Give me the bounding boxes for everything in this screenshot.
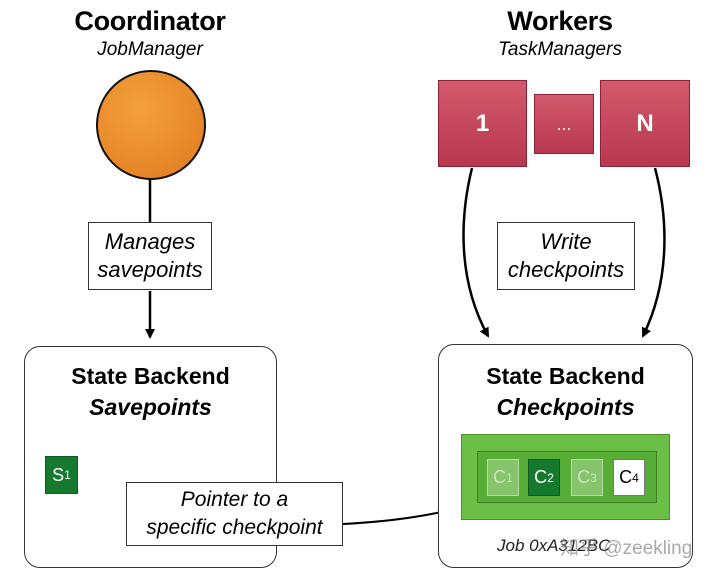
checkpoint-c2-main: C — [534, 467, 548, 487]
worker-box-n: N — [600, 80, 690, 167]
savepoints-backend-subtitle: Savepoints — [89, 394, 212, 420]
worker-box-ellipsis: ... — [534, 94, 594, 154]
worker-n-arrow — [641, 167, 666, 338]
coordinator-subtitle: JobManager — [97, 39, 203, 60]
savepoint-s1-sub: 1 — [64, 468, 71, 482]
checkpoints-backend-title: State Backend — [486, 363, 645, 389]
manages-savepoints-label: Manages savepoints — [88, 222, 212, 290]
write-line-1: Write — [540, 229, 592, 254]
coordinator-title: Coordinator — [74, 6, 226, 36]
checkpoint-c1-sub: 1 — [506, 470, 513, 485]
job-id-label: Job 0xA312BC — [497, 536, 611, 555]
write-line-2: checkpoints — [507, 257, 625, 282]
checkpoints-backend-subtitle: Checkpoints — [496, 394, 635, 420]
checkpoint-c1-main: C — [493, 467, 507, 487]
savepoint-s1-main: S — [52, 464, 65, 485]
pointer-label: Pointer to a specific checkpoint — [126, 482, 343, 546]
workers-subtitle: TaskManagers — [498, 39, 622, 60]
savepoints-backend-title: State Backend — [71, 363, 230, 389]
write-checkpoints-label: Write checkpoints — [497, 222, 635, 290]
jobmanager-node — [96, 70, 206, 180]
checkpoint-c3-sub: 3 — [590, 470, 597, 485]
checkpoint-c3-main: C — [577, 467, 591, 487]
checkpoint-c4-sub: 4 — [632, 470, 639, 485]
manages-line-2: savepoints — [97, 257, 203, 282]
pointer-line-2: specific checkpoint — [146, 516, 323, 539]
pointer-line-1: Pointer to a — [180, 488, 289, 511]
watermark: 知乎 @zeekling — [560, 538, 693, 559]
checkpoint-c4-main: C — [619, 467, 633, 487]
manages-line-1: Manages — [104, 229, 196, 254]
checkpoint-c2-sub: 2 — [547, 470, 554, 485]
workers-title: Workers — [507, 6, 613, 36]
worker-1-arrow — [462, 167, 490, 338]
worker-box-1: 1 — [438, 80, 527, 167]
